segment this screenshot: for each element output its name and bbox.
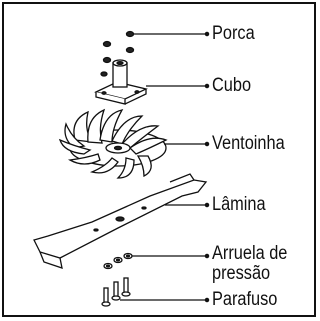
washer-parts: [103, 252, 210, 270]
label-parafuso: Parafuso: [212, 289, 278, 310]
fan-part: [58, 108, 210, 179]
label-ventoinha: Ventoinha: [212, 133, 285, 154]
nut-parts: [102, 30, 210, 64]
label-cubo: Cubo: [212, 75, 252, 96]
diagram-frame: [2, 2, 316, 317]
hub-part: [94, 59, 210, 105]
blade-part: [33, 173, 210, 269]
label-lamina: Lâmina: [212, 194, 266, 215]
label-arruela-line2: pressão: [212, 263, 271, 284]
label-arruela-line1: Arruela de: [212, 243, 288, 264]
bolt-parts: [101, 277, 210, 307]
label-porca: Porca: [212, 23, 255, 44]
